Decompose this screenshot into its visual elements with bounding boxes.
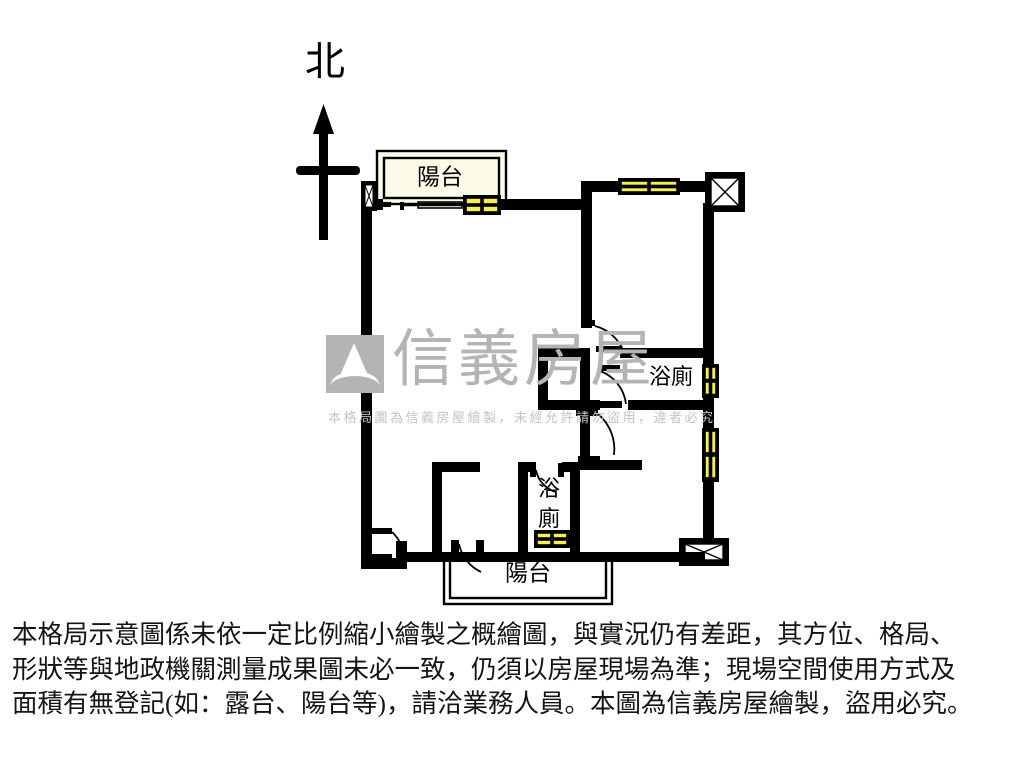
door-entry-left	[368, 528, 405, 560]
room-label-balcony-top: 陽台	[417, 164, 463, 189]
room-label-bathroom-lower-char1: 浴	[538, 476, 560, 501]
window-bath-lower	[534, 530, 570, 548]
balcony-top-sliding-door	[400, 195, 501, 215]
window-north-wall	[618, 178, 680, 195]
room-label-balcony-bottom: 陽台	[505, 560, 551, 585]
door-hall-lower	[576, 410, 616, 462]
balcony-top-railing	[375, 149, 508, 206]
door-bedroom-north	[581, 320, 624, 352]
column-top-right	[705, 172, 745, 212]
north-label: 北	[305, 39, 345, 84]
room-label-bathroom-lower: 浴 廁	[538, 476, 560, 531]
door-bathroom-upper	[598, 365, 627, 408]
room-label-bathroom-upper: 浴廁	[649, 364, 693, 389]
room-label-bathroom-lower-char2: 廁	[538, 506, 560, 531]
bathroom-lower-walls	[518, 462, 580, 554]
bathroom-upper-walls	[538, 348, 706, 410]
balcony-bottom-railing	[442, 554, 614, 606]
disclaimer-line-3: 面積有無登記(如：露台、陽台等)，請洽業務人員。本圖為信義房屋繪製，盜用必究。	[12, 689, 973, 719]
column-top-left	[361, 181, 377, 211]
north-arrow-icon	[296, 104, 360, 240]
disclaimer-line-1: 本格局示意圖係未依一定比例縮小繪製之概繪圖，與實況仍有差距，其方位、格局、	[12, 620, 956, 649]
window-east-lower	[702, 428, 719, 482]
disclaimer-line-2: 形狀等與地政機關測量成果圖未必一致，仍須以房屋現場為準；現場空間使用方式及	[12, 654, 956, 684]
door-bathroom-lower	[530, 463, 564, 493]
window-east-upper	[702, 364, 719, 398]
disclaimer-text: 本格局示意圖係未依一定比例縮小繪製之概繪圖，與實況仍有差距，其方位、格局、 形狀…	[12, 618, 1012, 722]
door-balcony-lower	[451, 540, 484, 573]
